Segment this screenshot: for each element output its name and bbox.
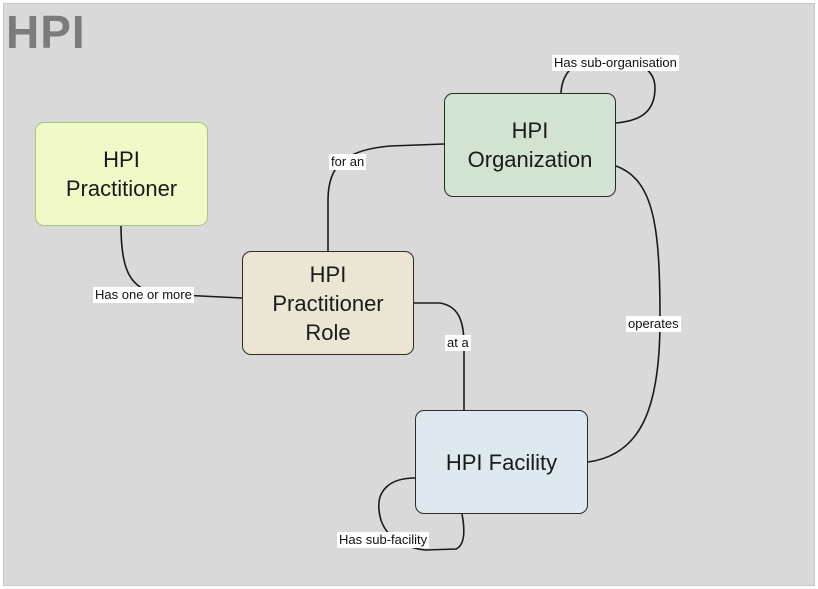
edge-operates	[587, 165, 661, 463]
edge-label-has-sub-facility: Has sub-facility	[337, 532, 430, 548]
edge-label-has-sub-organisation: Has sub-organisation	[552, 55, 679, 71]
edge-at-a	[414, 302, 465, 410]
node-hpi-facility: HPI Facility	[415, 410, 588, 514]
edge-label-operates: operates	[626, 316, 681, 332]
edge-label-has-one-or-more: Has one or more	[93, 287, 194, 303]
diagram-title: HPI	[6, 6, 86, 58]
edge-label-at-a: at a	[445, 335, 471, 351]
edge-label-for-an: for an	[329, 154, 367, 170]
node-hpi-practitioner: HPI Practitioner	[35, 122, 208, 226]
node-hpi-practitioner-role: HPI Practitioner Role	[242, 251, 414, 355]
node-hpi-organization: HPI Organization	[444, 93, 616, 197]
